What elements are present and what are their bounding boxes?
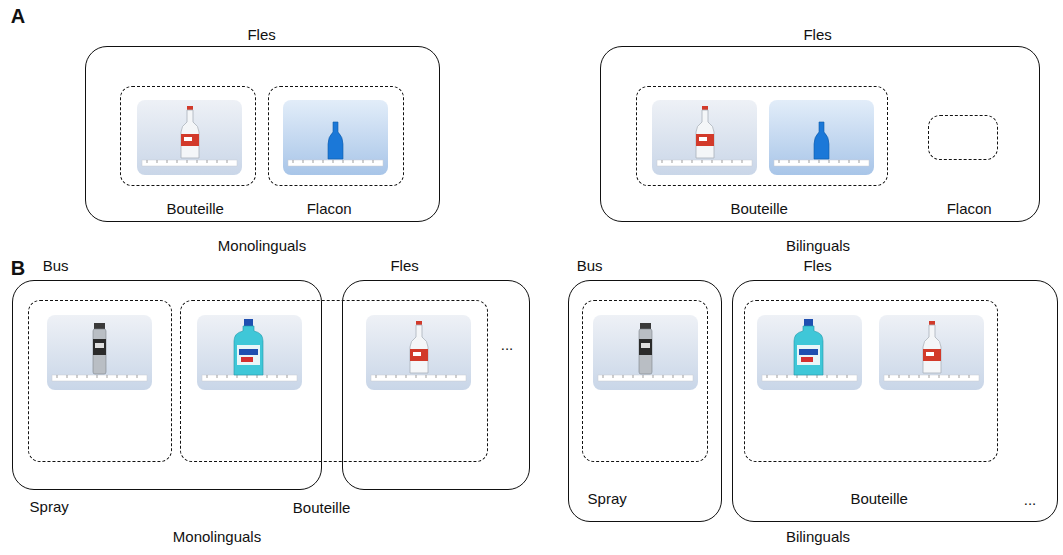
category-box: Bouteille — [120, 86, 256, 186]
category-label: Spray — [30, 498, 69, 516]
category-box: Spray — [582, 300, 708, 462]
category-box: Flacon — [928, 115, 998, 160]
category-label: Bouteille — [850, 490, 908, 508]
name-box: FlesBouteilleFlacon — [85, 46, 440, 222]
category-label: Bouteille — [293, 499, 351, 517]
category-label: Flacon — [947, 200, 992, 218]
name-box: FlesBouteille — [732, 280, 1058, 522]
word-label: Fles — [803, 26, 831, 44]
group-caption: Monolinguals — [218, 237, 306, 255]
name-box: BusSpray — [12, 280, 322, 490]
category-label: Spray — [588, 490, 627, 508]
category-label: Bouteille — [730, 200, 788, 218]
group-caption: Bilinguals — [786, 237, 850, 255]
name-box: Fles — [342, 280, 530, 490]
group-caption: Monolinguals — [173, 528, 261, 546]
category-box: Bouteille — [180, 300, 488, 462]
category-box: Flacon — [268, 86, 404, 186]
word-label: Fles — [803, 257, 831, 275]
name-box: FlesBouteilleFlacon — [600, 46, 1040, 222]
category-box: Bouteille — [744, 300, 998, 462]
word-label: Fles — [247, 26, 275, 44]
ellipsis: ... — [1024, 491, 1037, 509]
word-label: Bus — [577, 257, 603, 275]
word-label: Bus — [43, 257, 69, 275]
word-label: Fles — [390, 257, 418, 275]
name-box: BusSpray — [568, 280, 722, 522]
group-caption: Bilinguals — [786, 528, 850, 546]
panel-letter: B — [11, 256, 25, 280]
category-box: Bouteille — [636, 86, 888, 186]
ellipsis: ... — [501, 336, 514, 354]
panel-letter: A — [11, 4, 25, 28]
category-label: Flacon — [307, 200, 352, 218]
category-box: Spray — [28, 300, 172, 462]
category-label: Bouteille — [166, 200, 224, 218]
